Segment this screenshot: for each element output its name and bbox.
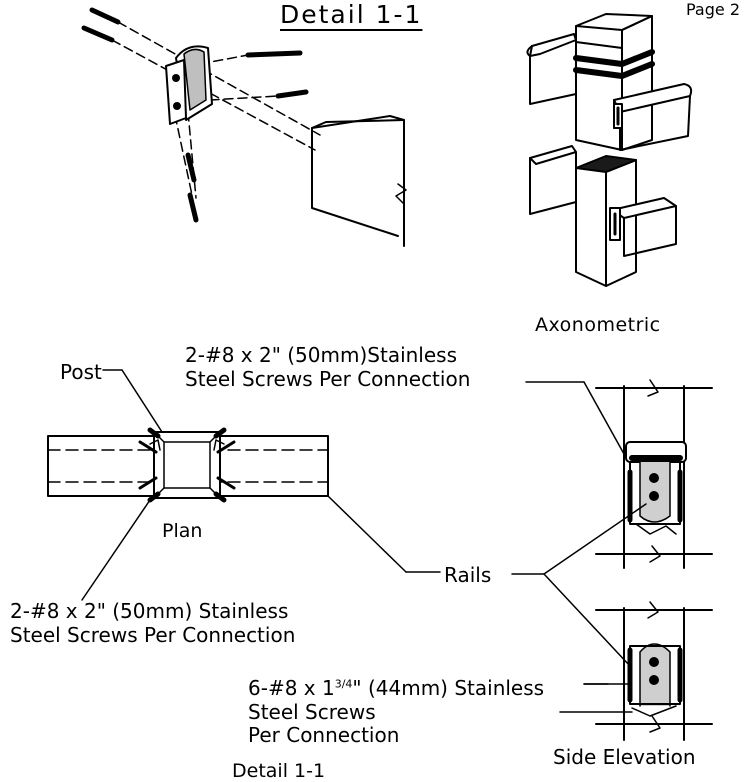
exploded-bracket-view <box>81 7 407 247</box>
side-screws-note: 6-#8 x 13/4" (44mm) Stainless Steel Scre… <box>248 676 545 748</box>
detail-caption: Detail 1-1 <box>232 760 326 782</box>
screw-icon <box>275 89 309 99</box>
plan-screws-note: 2-#8 x 2" (50mm) Stainless Steel Screws … <box>10 599 296 647</box>
screw-icon <box>185 152 197 183</box>
leader-lines <box>81 369 647 713</box>
rails-label: Rails <box>444 563 492 587</box>
page-number: Page 2 <box>686 0 740 19</box>
plan-view <box>47 427 329 503</box>
screw-icon <box>245 50 303 58</box>
side-screws-fraction: 3/4 <box>334 677 353 691</box>
side-elevation-lower <box>595 601 713 741</box>
axonometric-label: Axonometric <box>535 314 661 336</box>
side-screws-prefix: 6-#8 x 1 <box>248 676 335 700</box>
top-screws-note: 2-#8 x 2" (50mm)Stainless Steel Screws P… <box>185 343 471 391</box>
side-elevation-upper <box>595 379 713 569</box>
side-screws-suffix: " (44mm) Stainless Steel Screws Per Conn… <box>248 676 545 748</box>
side-elevation-label: Side Elevation <box>553 745 696 769</box>
post-label: Post <box>60 360 102 384</box>
detail-title: Detail 1-1 <box>280 0 423 29</box>
screw-icon <box>81 25 115 43</box>
axonometric-view <box>526 13 693 287</box>
plan-label: Plan <box>162 520 203 542</box>
screw-icon <box>187 192 199 223</box>
screw-icon <box>89 7 121 25</box>
